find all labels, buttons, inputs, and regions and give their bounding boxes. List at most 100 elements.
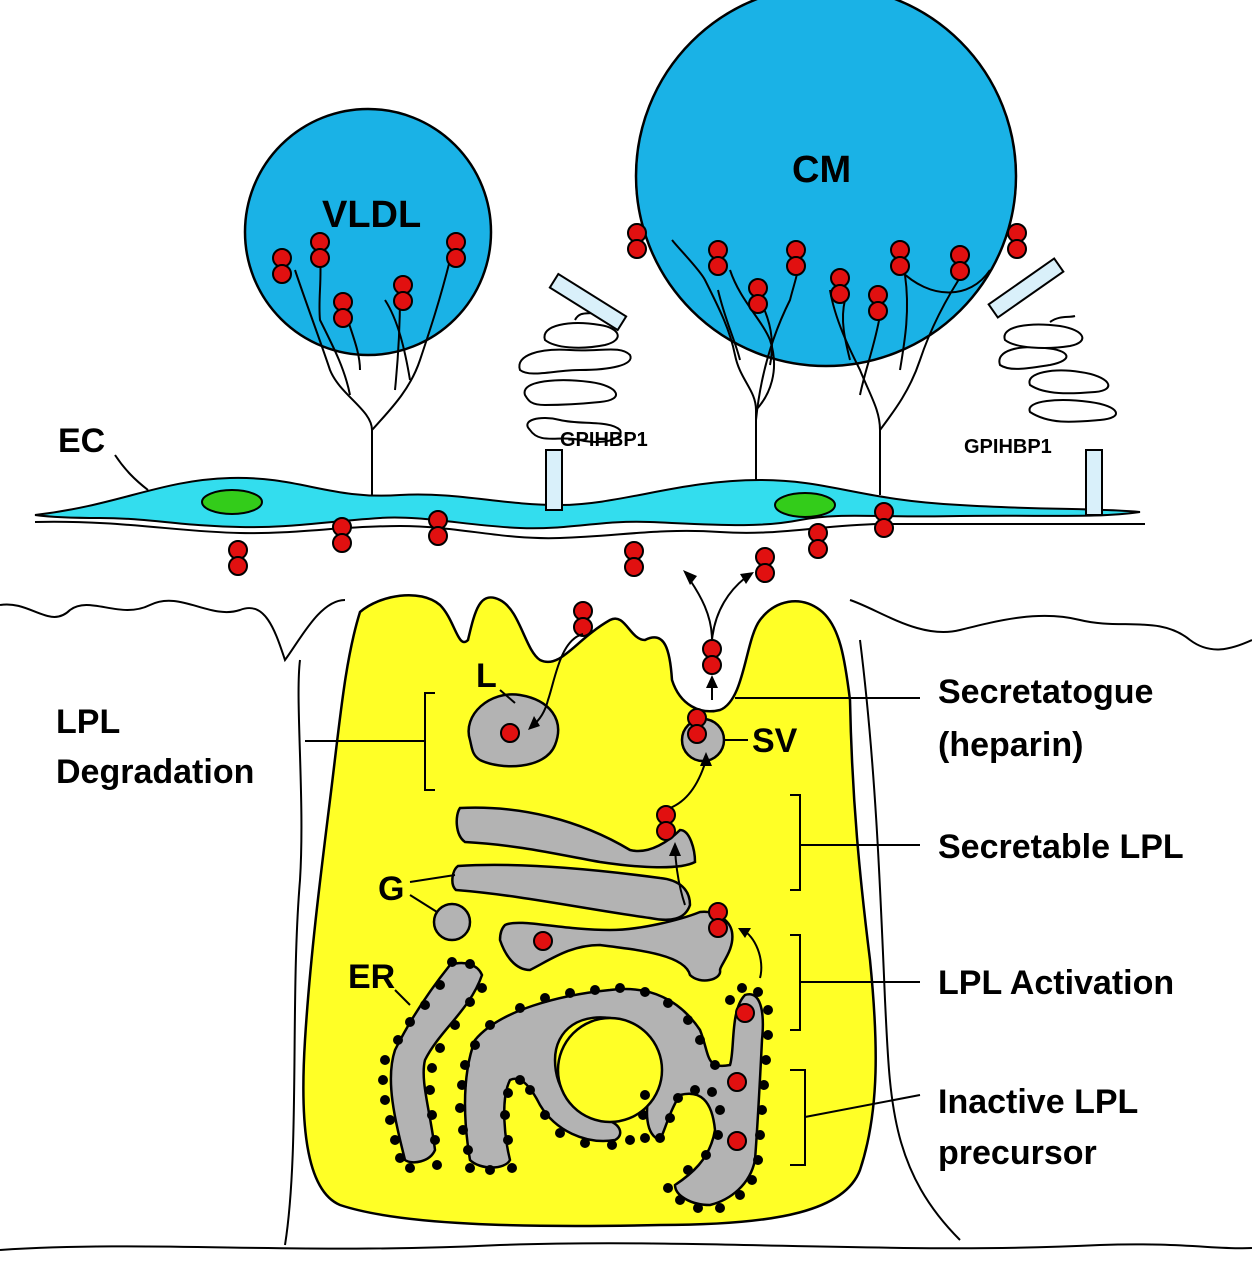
lpl-activation-label: LPL Activation: [938, 964, 1174, 1002]
bracket-precursor: [790, 1069, 921, 1166]
ribosome-dot: [503, 1135, 513, 1145]
ribosome-dot: [500, 1110, 510, 1120]
ribosome-dot: [465, 959, 475, 969]
ribosome-dot: [690, 1085, 700, 1095]
bracket-degradation: [305, 692, 435, 791]
lysosome-path: [531, 633, 584, 727]
ribosome-dot: [640, 1090, 650, 1100]
ribosome-dot: [655, 1133, 665, 1143]
ribosome-dot: [380, 1095, 390, 1105]
ribosome-dot: [580, 1138, 590, 1148]
inactive-precursor-label-2: precursor: [938, 1134, 1097, 1172]
ribosome-dot: [755, 1130, 765, 1140]
endothelium-basal-line: [34, 520, 1145, 540]
ribosome-dot: [427, 1063, 437, 1073]
ribosome-dot: [715, 1105, 725, 1115]
gpihbp1-right-label: GPIHBP1: [964, 436, 1052, 458]
ribosome-dot: [465, 997, 475, 1007]
golgi-cisterna-1: [455, 806, 697, 869]
ribosome-dot: [395, 1153, 405, 1163]
lysosome-label: L: [476, 657, 497, 695]
ribosome-dot: [663, 1183, 673, 1193]
ribosome-dot: [665, 1113, 675, 1123]
ribosome-dot: [427, 1110, 437, 1120]
er-left: [389, 961, 484, 1164]
golgi-cisterna-2: [451, 863, 692, 922]
ribosome-dot: [455, 1103, 465, 1113]
ribosome-dot: [615, 983, 625, 993]
ribosome-dot: [590, 985, 600, 995]
ribosome-dot: [683, 1015, 693, 1025]
secretable-lpl-label: Secretable LPL: [938, 828, 1184, 866]
golgi-cisterna-3: [498, 910, 734, 982]
ribosome-dot: [555, 1128, 565, 1138]
ribosome-dot: [390, 1135, 400, 1145]
ribosome-dot: [457, 1080, 467, 1090]
ribosome-dot: [540, 1110, 550, 1120]
ribosome-dot: [458, 1125, 468, 1135]
er-lumen: [556, 1016, 664, 1124]
ribosome-dot: [715, 1203, 725, 1213]
ribosome-dot: [695, 1035, 705, 1045]
ribosome-dot: [565, 988, 575, 998]
basement-line: [0, 1242, 1252, 1251]
ribosome-dot: [507, 1163, 517, 1173]
bracket-secretable: [790, 794, 920, 891]
ribosome-dot: [432, 1160, 442, 1170]
ribosome-dot: [435, 980, 445, 990]
cell-membrane-outline: [0, 599, 346, 663]
cell-side-right: [859, 639, 961, 1241]
ribosome-dot: [737, 983, 747, 993]
lpl-degradation-label-2: Degradation: [56, 753, 254, 791]
ribosome-dot: [485, 1020, 495, 1030]
ribosome-dot: [420, 1000, 430, 1010]
ec-pointer: [114, 454, 149, 491]
bracket-activation: [790, 934, 920, 1031]
ribosome-dot: [503, 1088, 513, 1098]
ribosome-dot: [540, 993, 550, 1003]
ribosome-dot: [425, 1085, 435, 1095]
ribosome-dot: [701, 1150, 711, 1160]
ribosome-dot: [450, 1020, 460, 1030]
secretagogue-label-2: (heparin): [938, 726, 1083, 764]
secretagogue-label-1: Secretatogue: [938, 673, 1153, 711]
ribosome-dot: [477, 983, 487, 993]
endothelial-cell: [34, 476, 1141, 530]
ribosome-dot: [378, 1075, 388, 1085]
ribosome-dot: [405, 1017, 415, 1027]
ribosome-dot: [759, 1080, 769, 1090]
ribosome-dot: [753, 1155, 763, 1165]
ribosome-dot: [640, 1133, 650, 1143]
ribosome-dot: [713, 1130, 723, 1140]
ribosome-dot: [460, 1060, 470, 1070]
vldl-particle: [243, 107, 493, 357]
ribosome-dot: [393, 1035, 403, 1045]
ribosome-dot: [753, 987, 763, 997]
inactive-precursor-label-1: Inactive LPL: [938, 1083, 1138, 1121]
ribosome-dot: [463, 1145, 473, 1155]
sv-label: SV: [752, 722, 798, 760]
vldl-lpl-dimers: [272, 232, 466, 328]
cm-lpl-dimers: [627, 223, 1027, 321]
ribosome-dot: [640, 987, 650, 997]
cell-membrane-outline-right: [849, 599, 1252, 651]
ec-label: EC: [58, 422, 105, 460]
golgi-label: G: [378, 870, 404, 908]
golgi-vesicle: [432, 902, 472, 942]
ribosome-dot: [710, 1060, 720, 1070]
cell-side-left: [284, 659, 303, 1246]
ribosome-dot: [470, 1040, 480, 1050]
gpihbp1-left-label: GPIHBP1: [560, 429, 648, 451]
ribosome-dot: [675, 1195, 685, 1205]
cm-label: CM: [792, 149, 851, 191]
ribosome-dot: [763, 1005, 773, 1015]
ribosome-dot: [673, 1093, 683, 1103]
ribosome-dot: [515, 1003, 525, 1013]
ribosome-dot: [693, 1203, 703, 1213]
er-ribosomes: [378, 957, 773, 1213]
ribosome-dot: [707, 1087, 717, 1097]
ribosome-dot: [683, 1165, 693, 1175]
ribosome-dot: [763, 1030, 773, 1040]
ribosome-dot: [447, 957, 457, 967]
